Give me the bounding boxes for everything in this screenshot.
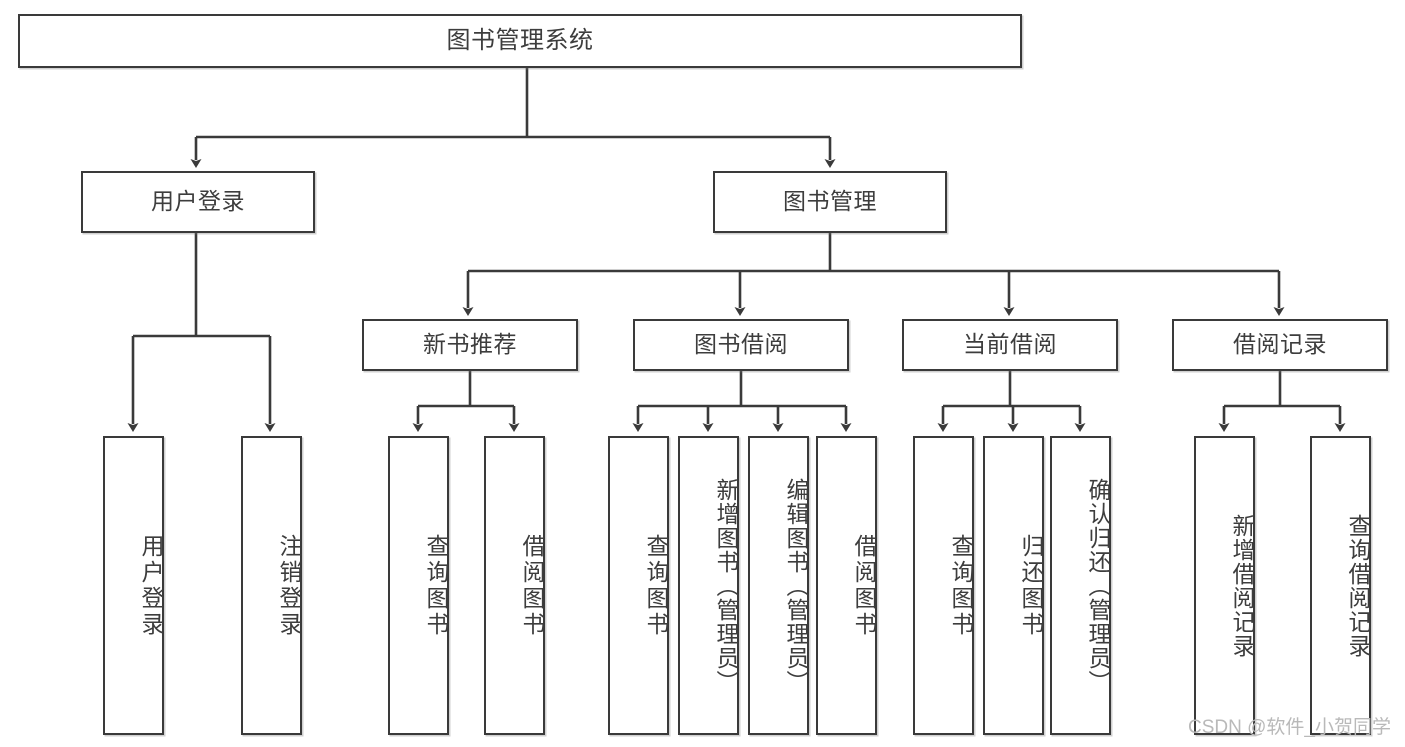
leaf-current-query-books[interactable]: 查询图书 (913, 436, 974, 735)
node-book-management[interactable]: 图书管理 (713, 171, 947, 233)
leaf-current-return-books[interactable]: 归还图书 (983, 436, 1044, 735)
node-borrowing-records[interactable]: 借阅记录 (1172, 319, 1388, 371)
leaf-records-add-record[interactable]: 新增借阅记录 (1194, 436, 1255, 735)
node-root-library-management-system[interactable]: 图书管理系统 (18, 14, 1022, 68)
node-book-borrowing[interactable]: 图书借阅 (633, 319, 849, 371)
leaf-current-confirm-return-admin[interactable]: 确认归还（管理员） (1050, 436, 1111, 735)
leaf-user-login-logout[interactable]: 注销登录 (241, 436, 302, 735)
leaf-new-book-query-books[interactable]: 查询图书 (388, 436, 449, 735)
leaf-borrow-add-book-admin[interactable]: 新增图书（管理员） (678, 436, 739, 735)
node-user-login[interactable]: 用户登录 (81, 171, 315, 233)
leaf-user-login-login[interactable]: 用户登录 (103, 436, 164, 735)
leaf-borrow-query-books[interactable]: 查询图书 (608, 436, 669, 735)
node-current-borrowing[interactable]: 当前借阅 (902, 319, 1118, 371)
leaf-records-query-record[interactable]: 查询借阅记录 (1310, 436, 1371, 735)
leaf-borrow-borrow-books[interactable]: 借阅图书 (816, 436, 877, 735)
leaf-new-book-borrow-books[interactable]: 借阅图书 (484, 436, 545, 735)
leaf-borrow-edit-book-admin[interactable]: 编辑图书（管理员） (748, 436, 809, 735)
node-new-book-recommendation[interactable]: 新书推荐 (362, 319, 578, 371)
